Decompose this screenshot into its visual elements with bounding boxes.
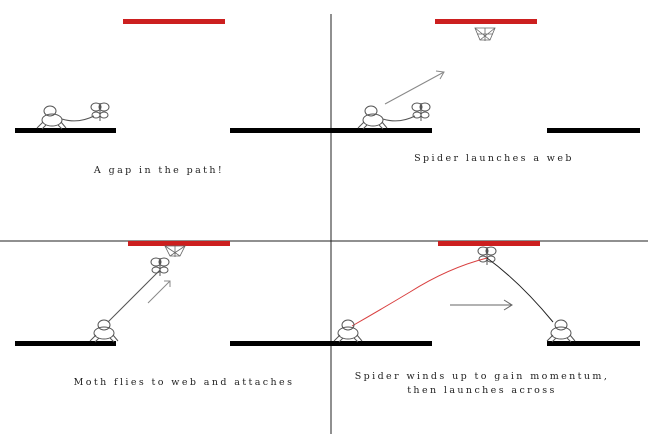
ceiling-bar (123, 19, 225, 24)
moth-icon (90, 102, 110, 121)
platform-right (230, 341, 331, 346)
spider-icon (357, 105, 388, 130)
panel-1-caption: A gap in the path! (93, 165, 225, 176)
ceiling-bar (435, 19, 537, 24)
platform-left (15, 128, 116, 133)
launch-arrow (384, 70, 445, 105)
ceiling-bar (438, 241, 540, 246)
swing-path-red (351, 257, 488, 327)
platform-left (331, 128, 432, 133)
moth-icon (411, 102, 431, 121)
platform-left (15, 341, 116, 346)
panel-1 (15, 19, 331, 133)
tether-line (382, 115, 416, 122)
spider-icon (546, 319, 576, 343)
web-strand (107, 269, 161, 323)
momentum-arrow (450, 299, 513, 311)
panel-2-caption: Spider launches a web (414, 153, 574, 164)
moth-icon (150, 257, 170, 276)
tether-line (61, 115, 95, 122)
panel-3-caption: Moth flies to web and attaches (73, 377, 295, 388)
motion-arrow (147, 280, 171, 304)
platform-right (547, 341, 640, 346)
platform-left (331, 341, 432, 346)
web-icon (474, 27, 496, 41)
spider-icon (89, 319, 119, 343)
web-icon (164, 245, 186, 257)
platform-right (547, 128, 640, 133)
platform-right (230, 128, 331, 133)
panel-3 (15, 241, 331, 346)
spider-icon (333, 319, 363, 343)
spider-icon (36, 105, 67, 130)
panel-2 (331, 19, 640, 133)
moth-icon (477, 246, 497, 265)
swing-path-black (486, 257, 554, 323)
ceiling-bar (128, 241, 230, 246)
panel-4 (331, 241, 640, 346)
panel-4-caption: Spider winds up to gain momentum, then l… (354, 371, 610, 396)
